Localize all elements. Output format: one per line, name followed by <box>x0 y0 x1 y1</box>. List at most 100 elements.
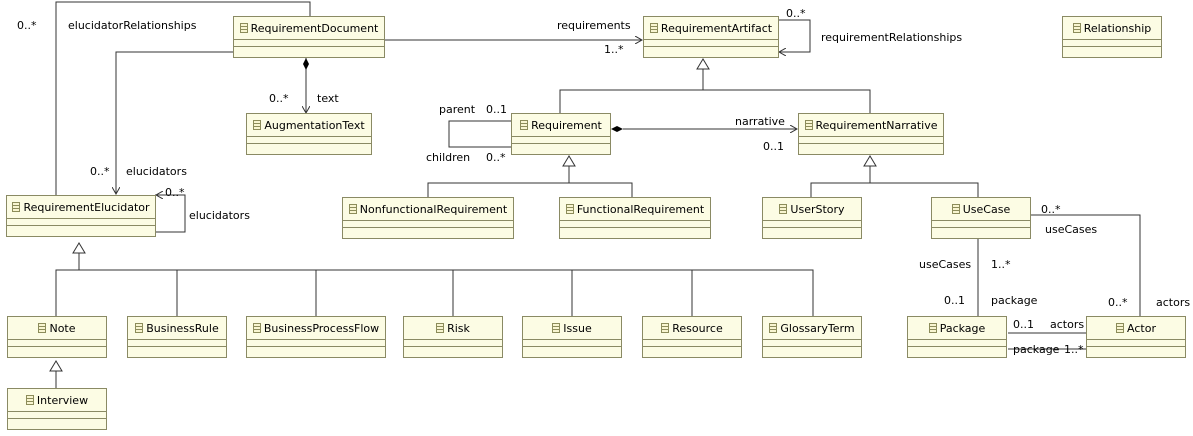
label-multiplicity: 0..* <box>17 19 37 32</box>
class-name: GlossaryTerm <box>780 321 855 335</box>
class-requirement[interactable]: Requirement <box>511 113 611 155</box>
assoc-usecase-actor <box>1030 214 1141 316</box>
gen-triangle-artifact <box>696 58 710 70</box>
class-business-rule[interactable]: BusinessRule <box>127 316 227 358</box>
label-role: requirementRelationships <box>821 31 963 44</box>
label-multiplicity: 0..1 <box>486 103 507 116</box>
label-role: text <box>317 92 339 105</box>
class-interview[interactable]: Interview <box>7 388 107 430</box>
label-role: package <box>1013 343 1060 356</box>
class-risk[interactable]: Risk <box>403 316 503 358</box>
assoc-elucidator-self <box>155 194 186 233</box>
gen-triangle-note <box>49 360 63 372</box>
label-role: parent <box>439 103 476 116</box>
class-icon <box>38 323 47 333</box>
class-icon <box>135 323 144 333</box>
label-multiplicity: 0..* <box>486 151 506 164</box>
class-name: Package <box>939 321 986 335</box>
gen-branch-requirement <box>427 182 633 197</box>
label-multiplicity: 0..1 <box>944 294 965 307</box>
label-role: children <box>426 151 471 164</box>
class-name: FunctionalRequirement <box>576 202 705 216</box>
class-user-story[interactable]: UserStory <box>762 197 862 239</box>
composition-diamond-doc <box>303 58 309 70</box>
gen-triangle-narrative <box>863 155 877 167</box>
composition-diamond-requirement <box>611 126 623 132</box>
class-icon <box>661 323 670 333</box>
assoc-doc-elucidators <box>116 51 233 194</box>
class-name: Requirement <box>531 118 602 132</box>
class-name: Resource <box>672 321 723 335</box>
class-icon <box>253 120 262 130</box>
label-role: package <box>991 294 1038 307</box>
gen-branch-elucidator <box>55 269 814 316</box>
class-icon <box>252 323 261 333</box>
gen-lines-elucidator-children <box>176 270 693 316</box>
class-icon <box>1072 23 1081 33</box>
label-role: useCases <box>1045 223 1098 236</box>
class-business-process-flow[interactable]: BusinessProcessFlow <box>246 316 386 358</box>
gen-branch-artifact <box>559 89 871 113</box>
class-requirement-elucidator[interactable]: RequirementElucidator <box>6 195 156 237</box>
class-requirement-document[interactable]: RequirementDocument <box>233 16 385 58</box>
class-name: RequirementNarrative <box>815 118 938 132</box>
label-multiplicity: 0..* <box>90 165 110 178</box>
class-icon <box>649 23 658 33</box>
label-multiplicity: 0..1 <box>763 140 784 153</box>
label-role: elucidators <box>126 165 187 178</box>
class-name: AugmentationText <box>264 118 365 132</box>
class-icon <box>552 323 561 333</box>
class-name: BusinessRule <box>146 321 219 335</box>
label-multiplicity: 0..* <box>1041 203 1061 216</box>
class-name: Issue <box>563 321 592 335</box>
class-icon <box>1116 323 1125 333</box>
label-multiplicity: 0..* <box>165 186 185 199</box>
label-role: actors <box>1050 318 1085 331</box>
class-icon <box>928 323 937 333</box>
gen-triangle-requirement <box>562 155 576 167</box>
label-multiplicity: 0..* <box>786 7 806 20</box>
class-functional-requirement[interactable]: FunctionalRequirement <box>559 197 711 239</box>
class-note[interactable]: Note <box>7 316 107 358</box>
class-name: RequirementArtifact <box>660 21 773 35</box>
class-name: UseCase <box>962 202 1011 216</box>
label-role: narrative <box>735 115 785 128</box>
label-multiplicity: 0..* <box>1108 296 1128 309</box>
class-glossary-term[interactable]: GlossaryTerm <box>762 316 862 358</box>
class-name: UserStory <box>790 202 845 216</box>
gen-triangle-elucidator <box>72 242 86 254</box>
label-role: useCases <box>919 258 972 271</box>
class-name: RequirementElucidator <box>23 200 150 214</box>
class-requirement-narrative[interactable]: RequirementNarrative <box>798 113 944 155</box>
assoc-artifact-self <box>779 19 811 52</box>
class-package[interactable]: Package <box>907 316 1007 358</box>
class-icon <box>239 23 248 33</box>
label-multiplicity: 0..* <box>269 92 289 105</box>
label-multiplicity: 1..* <box>604 43 624 56</box>
class-resource[interactable]: Resource <box>642 316 742 358</box>
class-icon <box>25 395 34 405</box>
assoc-doc-elucidator-relationships <box>55 1 311 195</box>
class-icon <box>804 120 813 130</box>
assoc-requirement-self <box>448 120 511 148</box>
label-multiplicity: 0..1 <box>1013 318 1034 331</box>
label-multiplicity: 1..* <box>991 258 1011 271</box>
class-icon <box>779 204 788 214</box>
label-multiplicity: 1..* <box>1064 343 1084 356</box>
class-icon <box>520 120 529 130</box>
class-name: Note <box>49 321 76 335</box>
class-name: NonfunctionalRequirement <box>359 202 508 216</box>
class-augmentation-text[interactable]: AugmentationText <box>246 113 372 155</box>
class-relationship[interactable]: Relationship <box>1062 16 1162 58</box>
class-actor[interactable]: Actor <box>1086 316 1186 358</box>
class-icon <box>12 202 21 212</box>
class-requirement-artifact[interactable]: RequirementArtifact <box>643 16 779 58</box>
class-nonfunctional-requirement[interactable]: NonfunctionalRequirement <box>342 197 514 239</box>
label-role: elucidatorRelationships <box>68 19 197 32</box>
class-icon <box>348 204 357 214</box>
class-icon <box>769 323 778 333</box>
class-use-case[interactable]: UseCase <box>931 197 1031 239</box>
class-issue[interactable]: Issue <box>522 316 622 358</box>
class-icon <box>951 204 960 214</box>
